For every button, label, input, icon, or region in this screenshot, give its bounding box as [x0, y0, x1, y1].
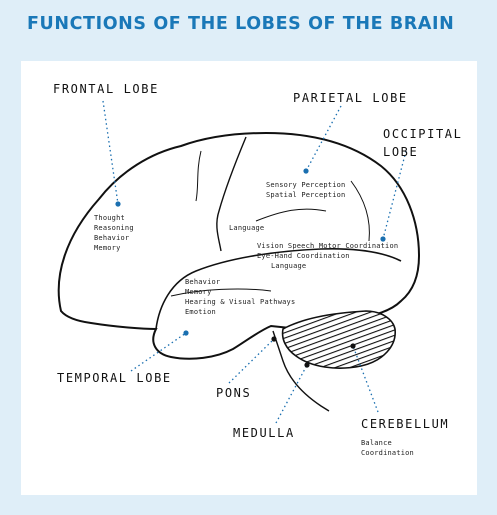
leader-dots [115, 168, 386, 336]
label-temporal-lobe: TEMPORAL LOBE [57, 371, 172, 385]
brain-diagram [57, 100, 421, 424]
label-frontal-lobe: FRONTAL LOBE [53, 82, 159, 96]
fold-3 [350, 180, 370, 242]
function-item: Balance [361, 439, 392, 447]
diagram-panel: FRONTAL LOBE PARIETAL LOBE OCCIPITAL LOB… [21, 61, 477, 495]
function-item: Emotion [185, 308, 216, 316]
fold-2 [255, 208, 327, 222]
parietal-lower-functions: Language [229, 223, 264, 233]
temporal-boundary [155, 248, 402, 330]
brainstem [272, 330, 330, 412]
temporal-functions: Behavior Memory Hearing & Visual Pathway… [185, 277, 295, 317]
diagram-title: FUNCTIONS OF THE LOBES OF THE BRAIN [27, 14, 455, 34]
parietal-functions: Sensory Perception Spatial Perception [266, 180, 345, 200]
cerebellum-shape [281, 310, 396, 369]
function-item: Language [271, 262, 307, 270]
function-item: Behavior [94, 234, 130, 242]
label-pons: PONS [216, 386, 252, 400]
label-cerebellum: CEREBELLUM [361, 417, 450, 431]
fold-4 [170, 288, 272, 297]
function-item: Memory [185, 288, 212, 296]
function-item: Behavior [185, 278, 221, 286]
function-item: Thought [94, 214, 125, 222]
function-item: Memory [94, 244, 121, 252]
brain-outline [57, 131, 421, 360]
label-occipital-2: LOBE [383, 145, 419, 159]
leader-lines [102, 100, 407, 424]
function-item: Coordination [361, 449, 414, 457]
fold-1 [195, 150, 202, 202]
frontal-functions: Thought Reasoning Behavior Memory [94, 213, 134, 253]
function-item: Reasoning [94, 224, 134, 232]
function-item: Vision Speech Motor Coordination [257, 242, 399, 250]
label-occipital-1: OCCIPITAL [383, 127, 463, 141]
function-item: Hearing & Visual Pathways [185, 298, 296, 306]
function-item: Spatial Perception [266, 191, 346, 199]
occipital-functions: Vision Speech Motor Coordination Eye-Han… [257, 241, 398, 271]
function-item: Sensory Perception [266, 181, 346, 189]
label-parietal-lobe: PARIETAL LOBE [293, 91, 408, 105]
cerebellum-functions: Balance Coordination [361, 438, 414, 458]
function-item: Eye-Hand Coordination [257, 252, 350, 260]
function-item: Language [229, 224, 265, 232]
central-sulcus [216, 136, 247, 252]
label-medulla: MEDULLA [233, 426, 295, 440]
